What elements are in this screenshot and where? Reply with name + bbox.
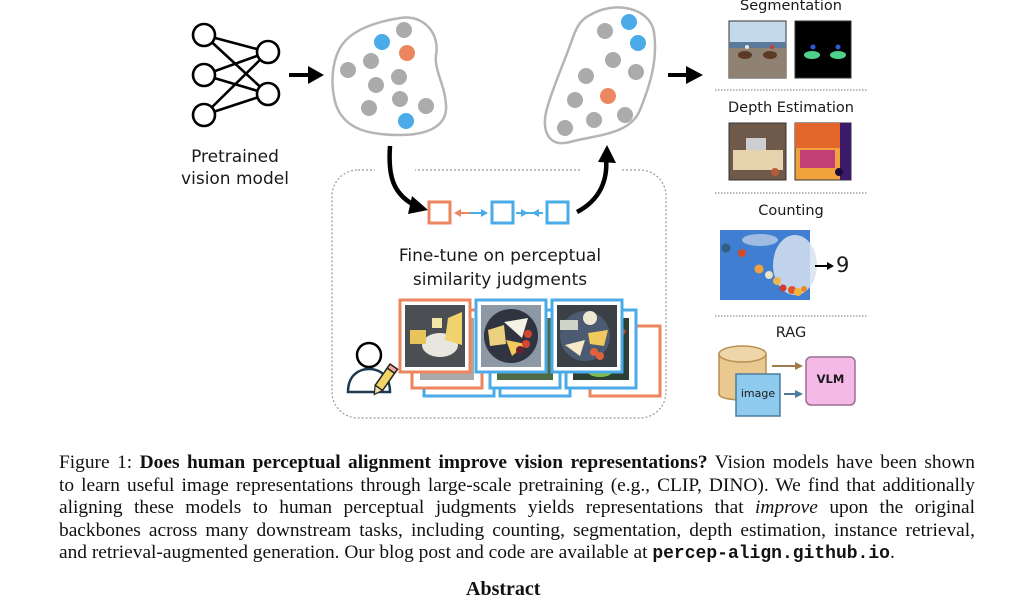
caption-prefix: Figure 1: [59, 452, 140, 473]
task-title-segmentation: Segmentation [740, 0, 842, 14]
pretrained-model-label: Pretrained vision model [160, 146, 310, 190]
caption-text: upon the original [817, 497, 975, 518]
depth-map-image [794, 122, 852, 181]
caption-title: Does human perceptual alignment improve … [139, 452, 708, 473]
task-title-rag: RAG [775, 325, 807, 341]
arrow-right-icon [772, 362, 803, 398]
caption-text: aligning these models to human perceptua… [59, 497, 756, 518]
caption-line-1: Figure 1: Does human perceptual alignmen… [59, 452, 975, 475]
segmentation-mask-image [794, 20, 852, 79]
neural-network-icon [191, 22, 281, 128]
embedding-space-before [331, 16, 448, 137]
embedding-space-after [543, 6, 657, 145]
counting-input-image [720, 230, 817, 300]
rag-image-box [735, 373, 781, 417]
finetune-panel [331, 169, 667, 419]
segmentation-input-image [728, 20, 787, 79]
vlm-box [805, 356, 856, 406]
triplet-squares-icon [427, 200, 570, 225]
section-heading-abstract: Abstract [466, 578, 541, 600]
arrow-right-icon [289, 66, 324, 84]
curved-arrow-up-icon [575, 145, 616, 214]
caption-emphasis: improve [755, 497, 818, 518]
caption-line-3: aligning these models to human perceptua… [59, 497, 975, 520]
caption-text: and retrieval-augmented generation. Our … [59, 542, 653, 563]
caption-line-2: to learn useful image representations th… [59, 474, 975, 496]
depth-input-image [728, 122, 787, 181]
task-title-counting: Counting [758, 203, 824, 219]
finetune-label: Fine-tune on perceptual similarity judgm… [365, 244, 635, 292]
label-line: Fine-tune on perceptual [398, 246, 602, 266]
arrow-right-icon [668, 66, 703, 84]
label-line: Pretrained [191, 147, 279, 167]
caption-line-5: and retrieval-augmented generation. Our … [59, 542, 975, 566]
caption-line-4: backbones across many downstream tasks, … [59, 519, 975, 541]
label-line: vision model [181, 169, 289, 189]
label-line: similarity judgments [412, 270, 588, 290]
image-stack-option-b [550, 298, 662, 398]
rag-image-label: image [740, 387, 776, 400]
image-stack-reference [398, 298, 496, 398]
curved-arrow-down-icon [387, 145, 428, 214]
counting-result: 9 [836, 253, 850, 277]
figure-1: Pretrained vision model Fine-tune on per… [160, 0, 867, 419]
arrow-right-icon [815, 262, 834, 270]
annotator-icon [346, 341, 399, 396]
caption-text: Vision models have been shown [707, 452, 975, 473]
task-title-depth: Depth Estimation [728, 100, 854, 116]
caption-text: . [889, 542, 895, 563]
rag-vlm-label: VLM [816, 372, 845, 386]
figure-caption: Figure 1: Does human perceptual alignmen… [59, 452, 975, 566]
project-url-link[interactable]: percep-align.github.io [652, 544, 890, 564]
